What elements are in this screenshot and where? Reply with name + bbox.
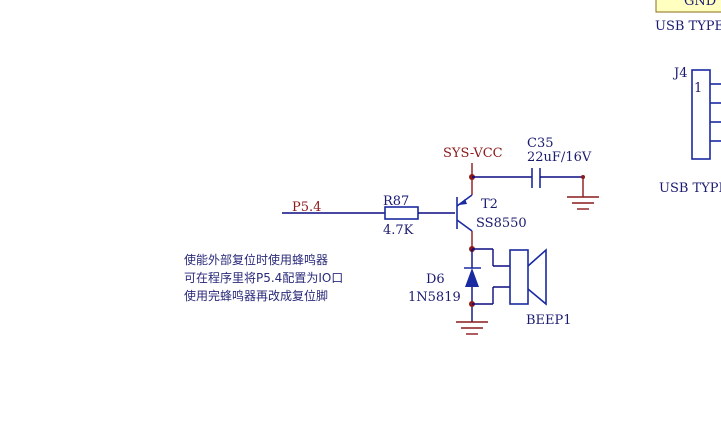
c35-value: 22uF/16V xyxy=(527,150,592,165)
annotation-notes: 使能外部复位时使用蜂鸣器 可在程序里将P5.4配置为IO口 使用完蜂鸣器再改成复… xyxy=(184,252,343,303)
c35-ref: C35 xyxy=(527,136,554,151)
usb-connector-j4: J4 1 USB TYPE xyxy=(659,66,721,196)
beep1-ref: BEEP1 xyxy=(526,313,572,328)
buzzer-beep1: BEEP1 xyxy=(472,248,572,328)
transistor-t2: T2 SS8550 xyxy=(456,194,527,252)
usb-connector-top: GND USB TYPE xyxy=(655,0,721,34)
t2-ref: T2 xyxy=(481,197,498,212)
cap-junction xyxy=(581,175,585,179)
t2-collector xyxy=(456,219,473,232)
diode-triangle xyxy=(465,268,479,287)
t2-value: SS8550 xyxy=(476,216,527,231)
d6-ref: D6 xyxy=(426,272,445,287)
r87-value: 4.7K xyxy=(383,223,414,238)
diode-d6: D6 1N5819 xyxy=(408,249,481,322)
ground-symbol-diode xyxy=(456,321,488,335)
j4-pin1: 1 xyxy=(694,81,702,96)
net-label-sys-vcc: SYS-VCC xyxy=(443,146,503,161)
net-label-p54: P5.4 xyxy=(292,200,321,215)
ground-symbol-cap xyxy=(567,196,599,210)
usb-bottom-caption: USB TYPE xyxy=(659,181,721,196)
j4-body xyxy=(691,69,711,160)
usb-top-pin-label: GND xyxy=(684,0,716,9)
resistor-r87: R87 4.7K xyxy=(383,194,455,238)
buzzer-body xyxy=(509,249,529,305)
usb-top-body xyxy=(655,0,721,13)
j4-ref: J4 xyxy=(672,66,687,81)
t2-emitter-arrow xyxy=(459,199,467,205)
note-line: 可在程序里将P5.4配置为IO口 xyxy=(184,270,343,285)
capacitor-c35: C35 22uF/16V xyxy=(472,136,592,197)
usb-top-caption: USB TYPE xyxy=(655,19,721,34)
note-line: 使能外部复位时使用蜂鸣器 xyxy=(184,252,328,267)
buzzer-horn xyxy=(527,248,547,306)
r87-ref: R87 xyxy=(383,194,409,209)
d6-value: 1N5819 xyxy=(408,290,461,305)
note-line: 使用完蜂鸣器再改成复位脚 xyxy=(184,288,328,303)
